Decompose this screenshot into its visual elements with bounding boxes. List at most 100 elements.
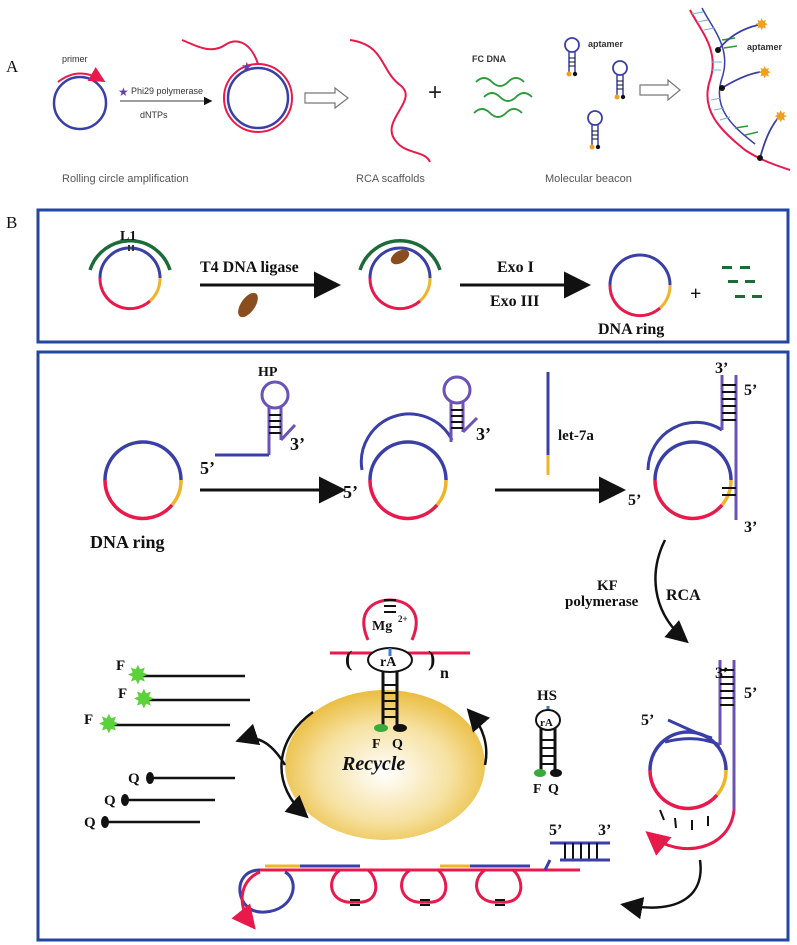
dnazyme-f-label: F xyxy=(372,737,381,752)
panel-a-letter: A xyxy=(6,57,19,76)
hollow-arrow-2 xyxy=(639,78,681,102)
ligation-box: L1 T4 DNA ligase Exo I Exo III DNA ring … xyxy=(36,208,790,344)
ternary-complex xyxy=(646,375,738,521)
product-3-end: 3’ xyxy=(598,822,611,839)
f-fragments: ✸ ✸ ✸ xyxy=(98,661,250,739)
amplified-circle-outer xyxy=(223,63,293,133)
product-arrow xyxy=(620,859,702,920)
hs-f-label: F xyxy=(533,782,542,797)
svg-text:✸: ✸ xyxy=(127,661,149,690)
fc-dna-label: FC DNA xyxy=(472,54,506,64)
panel-a: A primer ★ Phi29 polymerase dNTPs ★ + FC… xyxy=(6,7,791,185)
hollow-arrow-1 xyxy=(304,86,349,110)
rca-scaffold xyxy=(349,39,431,163)
ligation-circle-2 xyxy=(358,239,442,311)
ligated-ring xyxy=(608,253,672,318)
product-5-end: 5’ xyxy=(549,822,562,839)
fc-dna-strand-1 xyxy=(475,77,525,87)
svg-text:✸: ✸ xyxy=(774,109,787,126)
q-fragments xyxy=(101,772,235,828)
aptamer-label-1: aptamer xyxy=(588,39,624,49)
polymerase-star: ★ xyxy=(118,85,129,99)
q-label-3: Q xyxy=(84,815,96,831)
kf-label: KF xyxy=(597,578,618,594)
q-label-2: Q xyxy=(104,793,116,809)
svg-text:✸: ✸ xyxy=(133,685,155,714)
hp-3-end: 3’ xyxy=(290,434,305,454)
hs-label: HS xyxy=(537,688,557,704)
dntps-label: dNTPs xyxy=(140,110,168,120)
exo3-label: Exo III xyxy=(490,293,539,310)
ternary-5-end-top: 5’ xyxy=(744,382,757,399)
ligated-ring-label: DNA ring xyxy=(598,321,664,338)
ra-label-1: rA xyxy=(380,655,397,670)
beacon-3 xyxy=(587,110,603,150)
template-circle xyxy=(52,75,108,131)
dna-ring xyxy=(103,440,183,521)
dnazyme-q-label: Q xyxy=(392,737,403,752)
f-label-1: F xyxy=(116,658,125,674)
caption-beacon: Molecular beacon xyxy=(545,173,632,185)
mg-sup-label: 2+ xyxy=(398,614,408,624)
panel-b-letter: B xyxy=(6,213,17,232)
ternary-3-end: 3’ xyxy=(744,519,757,536)
svg-text:✸: ✸ xyxy=(755,17,768,34)
primer-arrow xyxy=(57,67,106,83)
hs-substrate xyxy=(534,706,562,777)
fc-dna-strand-3 xyxy=(473,108,523,118)
ternary-3-end-top: 3’ xyxy=(715,360,728,377)
digested-fragments xyxy=(722,266,762,298)
primer-label: primer xyxy=(62,54,88,64)
ligase-label: T4 DNA ligase xyxy=(200,259,299,276)
complex-5-end: 5’ xyxy=(343,482,358,502)
hs-q-label: Q xyxy=(548,782,559,797)
complex-3-end: 3’ xyxy=(476,424,491,444)
caption-rca: Rolling circle amplification xyxy=(62,173,189,185)
polymerase-label: Phi29 polymerase xyxy=(131,86,203,96)
svg-text:✸: ✸ xyxy=(98,710,120,739)
hp-label: HP xyxy=(258,365,278,380)
rca-tail xyxy=(181,39,259,65)
mg-label: Mg xyxy=(372,619,392,634)
polymerase-label-b: polymerase xyxy=(565,594,639,610)
dnazyme xyxy=(330,598,470,732)
recycle-arrow-right xyxy=(466,708,490,766)
f-label-3: F xyxy=(84,712,93,728)
rca-5-end: 5’ xyxy=(641,712,654,729)
dna-ring-label: DNA ring xyxy=(90,532,165,552)
rca-product xyxy=(231,841,610,930)
beacon-2 xyxy=(612,60,628,100)
ra-label-2: rA xyxy=(540,717,553,729)
ring-hp-complex xyxy=(359,375,479,521)
hp-probe xyxy=(215,380,297,457)
hp-5-end: 5’ xyxy=(200,458,215,478)
ternary-5-end: 5’ xyxy=(628,492,641,509)
rca-label: RCA xyxy=(666,587,701,604)
q-label-1: Q xyxy=(128,771,140,787)
fc-dna-strand-2 xyxy=(483,92,533,102)
phi29-star: ★ xyxy=(241,59,253,74)
rca-complex xyxy=(645,660,736,856)
exo1-label: Exo I xyxy=(497,259,534,276)
recycle-label: Recycle xyxy=(341,753,405,775)
plus-a: + xyxy=(428,79,442,106)
assembled-product: ✸ ✸ ✸ xyxy=(689,7,791,171)
aptamer-label-2: aptamer xyxy=(747,42,783,52)
recycle-arrow-left xyxy=(280,710,314,819)
rca-curved-arrow xyxy=(654,539,689,644)
svg-text:✸: ✸ xyxy=(758,65,771,82)
ligation-circle-1 xyxy=(88,239,172,311)
paren-close: ) xyxy=(428,646,435,671)
rca-3-end: 3’ xyxy=(715,665,728,682)
recycle-ellipse xyxy=(285,690,485,840)
cleavage-arrow xyxy=(235,723,287,766)
n-label: n xyxy=(440,665,449,682)
ligase-enzyme-icon xyxy=(238,292,258,318)
let7a-label: let-7a xyxy=(558,428,594,444)
amplified-circle-inner xyxy=(226,66,290,130)
caption-scaffolds: RCA scaffolds xyxy=(356,173,425,185)
l1-label: L1 xyxy=(120,229,136,244)
rca-5-end-top: 5’ xyxy=(744,685,757,702)
plus-b: + xyxy=(690,283,701,305)
